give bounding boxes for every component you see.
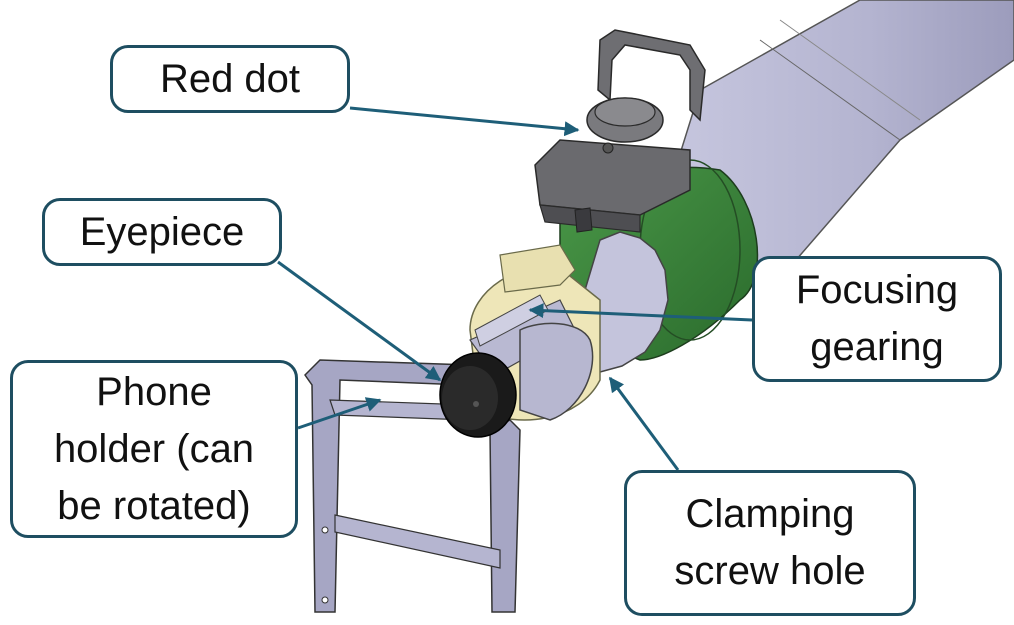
- callout-focusing-gearing: Focusing gearing: [752, 256, 1002, 382]
- callout-red-dot: Red dot: [110, 45, 350, 113]
- callout-eyepiece: Eyepiece: [42, 198, 282, 266]
- callout-red-dot-label: Red dot: [159, 56, 301, 101]
- leader-focusing-gearing: [528, 303, 753, 322]
- leader-eyepiece: [277, 260, 442, 382]
- callout-clamping-screw-hole: Clamping screw hole: [624, 470, 916, 616]
- red-dot-sight: [534, 29, 706, 233]
- leader-lines: [277, 106, 753, 471]
- callout-eyepiece-label: Eyepiece: [79, 209, 245, 254]
- leader-clamping-screw-hole: [608, 376, 680, 471]
- callout-phone-holder: Phone holder (can be rotated): [10, 360, 298, 538]
- callout-phone-holder-label: Phone holder (can be rotated): [53, 369, 255, 528]
- leader-phone-holder: [297, 397, 382, 430]
- callout-clamping-screw-hole-label: Clamping screw hole: [674, 492, 866, 593]
- callout-focusing-gearing-label: Focusing gearing: [795, 268, 959, 369]
- phone-holder-bracket: [304, 359, 521, 613]
- leader-red-dot: [349, 106, 580, 137]
- eyepiece-cap: [439, 352, 517, 438]
